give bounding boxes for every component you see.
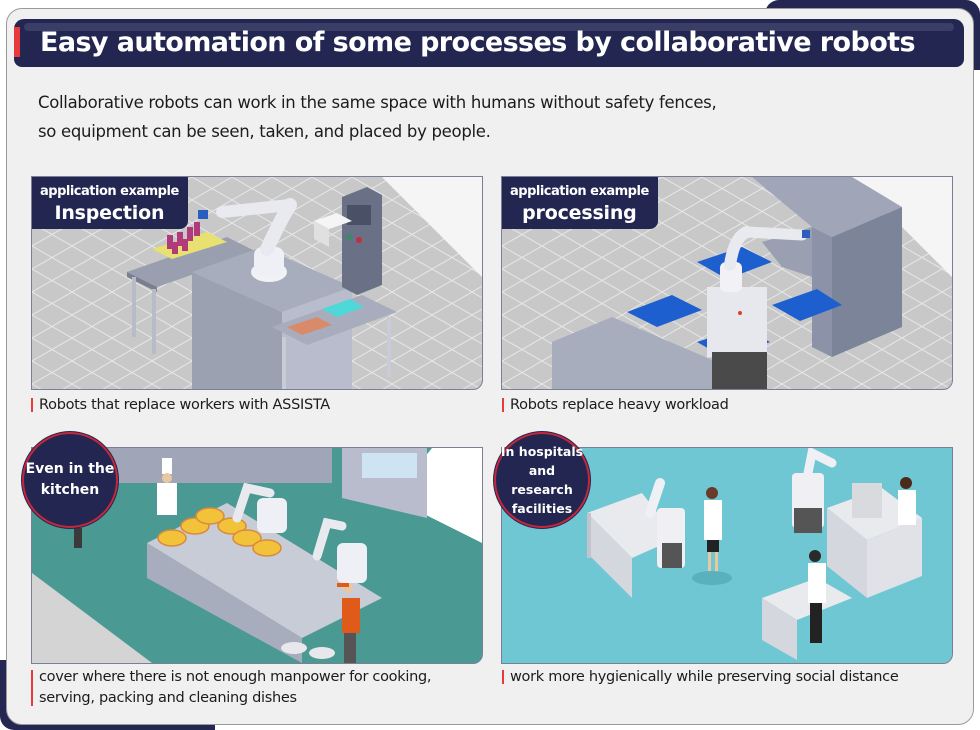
lab-caption: work more hygienically while preserving … (502, 667, 899, 688)
badge-line-2: and research (511, 463, 573, 497)
badge-line-3: facilities (511, 501, 573, 516)
inspection-panel: application example Inspection (31, 176, 483, 390)
inspection-workcell-illustration (32, 177, 482, 389)
tag-subtitle: application example (510, 184, 649, 199)
kitchen-caption-line-2: serving, packing and cleaning dishes (39, 690, 297, 706)
hospital-badge: In hospitals and research facilities (494, 432, 590, 528)
kitchen-badge: Even in the kitchen (22, 432, 118, 528)
badge-line-1: In hospitals (500, 444, 584, 459)
processing-panel: application example processing (501, 176, 953, 390)
processing-caption: Robots replace heavy workload (502, 395, 729, 416)
tag-title: Inspection (54, 202, 165, 224)
kitchen-caption: cover where there is not enough manpower… (31, 667, 431, 709)
kitchen-panel (31, 447, 483, 664)
inspection-caption: Robots that replace workers with ASSISTA (31, 395, 330, 416)
laboratory-illustration (587, 448, 922, 660)
title-bar: Easy automation of some processes by col… (14, 19, 964, 67)
lab-panel (501, 447, 953, 664)
title-highlight (24, 23, 954, 31)
kitchen-illustration (32, 448, 482, 663)
badge-line-1: Even in the (25, 461, 115, 477)
page-title: Easy automation of some processes by col… (40, 27, 916, 58)
intro-line-1: Collaborative robots can work in the sam… (38, 93, 717, 112)
intro-text: Collaborative robots can work in the sam… (38, 88, 717, 146)
kitchen-caption-line-1: cover where there is not enough manpower… (39, 669, 432, 685)
category-tag-inspection: application example Inspection (32, 177, 188, 229)
intro-line-2: so equipment can be seen, taken, and pla… (38, 122, 491, 141)
badge-line-2: kitchen (40, 482, 100, 498)
category-tag-processing: application example processing (502, 177, 658, 229)
tag-subtitle: application example (40, 184, 179, 199)
title-accent-mark (14, 27, 20, 57)
tag-title: processing (522, 202, 637, 224)
